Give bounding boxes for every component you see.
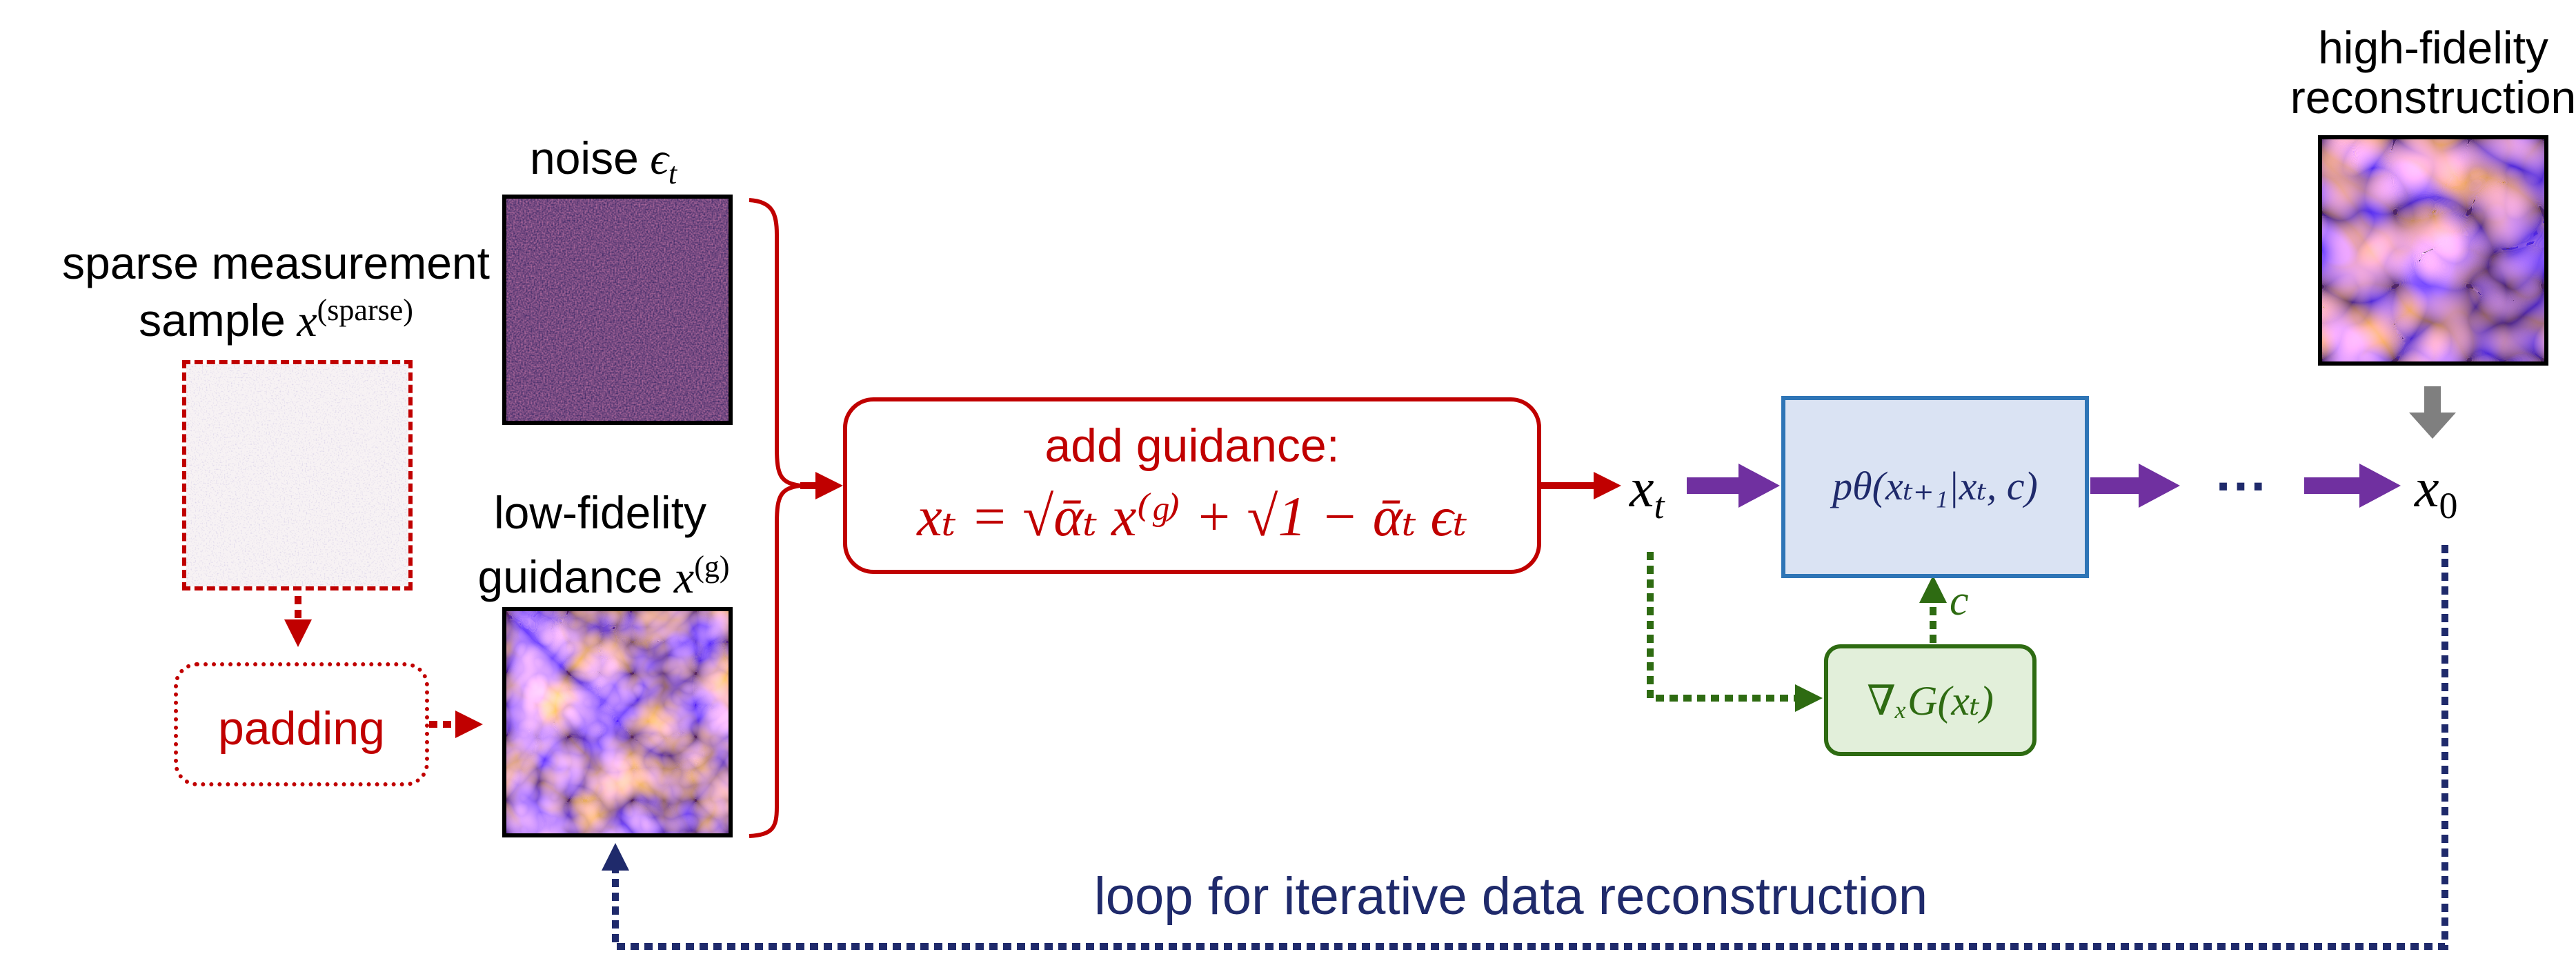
add-guidance-box xyxy=(843,397,1541,574)
gradient-box xyxy=(1824,644,2037,756)
lowfid-symbol: x xyxy=(673,553,695,603)
loop-label: loop for iterative data reconstruction xyxy=(1093,867,1928,926)
x0-label: x0 xyxy=(2415,461,2458,524)
condition-c-label: c xyxy=(1950,577,1969,624)
noise-label: noise ϵt xyxy=(530,135,677,189)
noise-subscript: t xyxy=(668,157,677,191)
sparse-symbol: x xyxy=(297,296,317,346)
sparse-sample-icon xyxy=(186,364,408,586)
xt-subscript: t xyxy=(1654,485,1665,526)
noise-symbol: ϵ xyxy=(650,134,668,184)
sparse-label-line2: sample x(sparse) xyxy=(139,295,413,344)
padding-label: padding xyxy=(217,702,386,755)
model-to-ellipsis-arrow xyxy=(2090,464,2180,508)
turbulent-flow-icon xyxy=(2322,139,2544,361)
gradient-formula: ∇ₓG(xₜ) xyxy=(1867,678,1994,724)
hifi-label-line1: high-fidelity xyxy=(2318,22,2548,73)
add-guidance-title: add guidance: xyxy=(1044,419,1340,472)
x0-symbol: x xyxy=(2415,458,2439,519)
add-guidance-formula: xₜ = √ᾱₜ x⁽ᵍ⁾ + √1 − ᾱₜ ϵₜ xyxy=(917,485,1467,548)
noise-field-icon xyxy=(506,199,729,421)
sparse-word: sample xyxy=(139,295,286,346)
ellipsis: ··· xyxy=(2216,457,2268,516)
model-formula: pθ(xₜ₊₁|xₜ, c) xyxy=(1832,464,2038,508)
hifi-to-x0-arrow xyxy=(2409,386,2456,439)
purple-arrows xyxy=(1687,464,2401,508)
model-box xyxy=(1781,396,2089,578)
ellipsis-to-x0-arrow xyxy=(2304,464,2401,508)
noise-word: noise xyxy=(530,132,639,183)
lowfid-superscript: (g) xyxy=(694,550,730,584)
hifi-label-line2: reconstruction xyxy=(2290,72,2576,123)
sparse-sample-image xyxy=(182,360,413,590)
noise-image xyxy=(502,195,733,425)
xt-to-gradient-arrow xyxy=(1647,552,1823,712)
lowfid-label-line1: low-fidelity xyxy=(493,487,707,538)
lowfid-word: guidance xyxy=(477,551,663,602)
sparse-superscript: (sparse) xyxy=(317,293,413,327)
sparse-label-line1: sparse measurement xyxy=(62,237,490,288)
lowfid-label-line2: guidance x(g) xyxy=(477,552,729,601)
lowfid-guidance-image xyxy=(502,607,733,837)
xt-label: xt xyxy=(1629,461,1665,524)
xt-to-model-arrow xyxy=(1687,464,1780,508)
xt-symbol: x xyxy=(1629,458,1654,519)
loop-arrow xyxy=(602,545,2448,950)
curly-brace xyxy=(749,198,801,838)
turbulent-flow-icon xyxy=(506,611,729,833)
x0-subscript: 0 xyxy=(2439,485,2458,526)
padding-box xyxy=(174,662,429,786)
hifi-reconstruction-image xyxy=(2318,135,2548,366)
